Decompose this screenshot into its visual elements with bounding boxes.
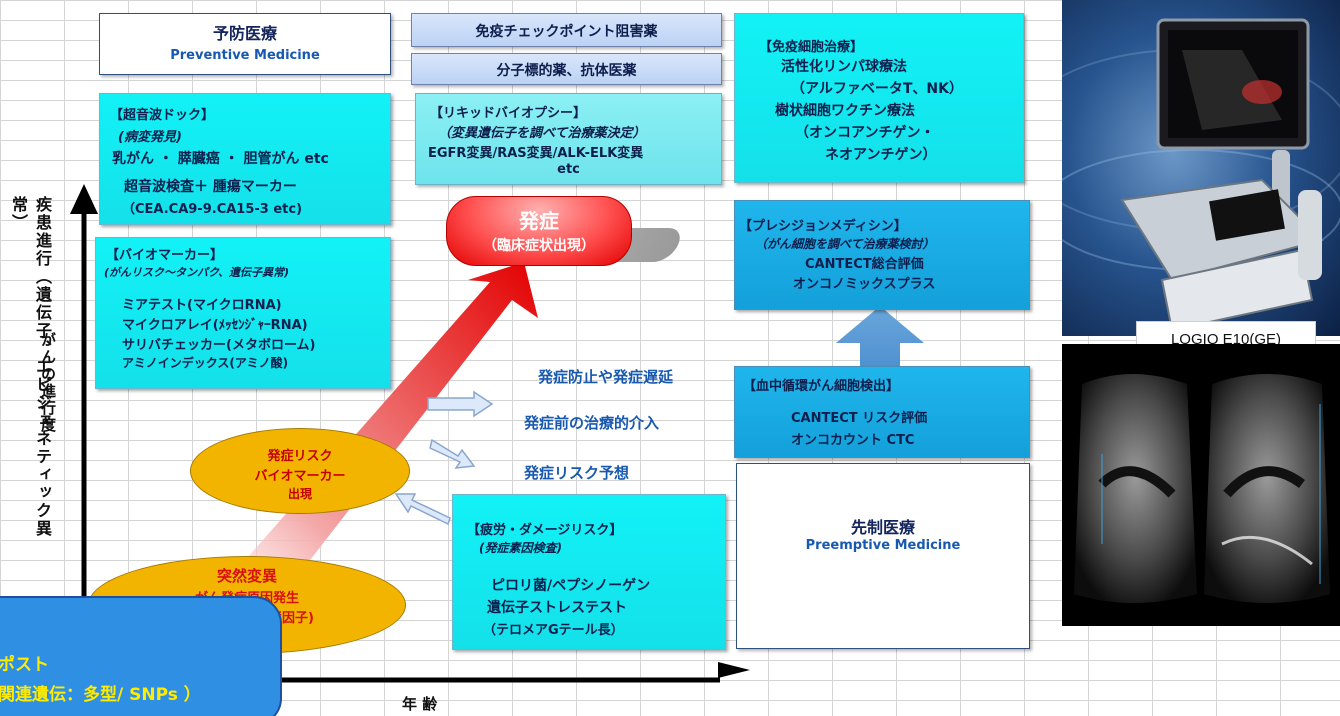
immuno-line-1: 活性化リンパ球療法: [781, 59, 907, 75]
immuno-header: 【免疫細胞治療】: [759, 40, 864, 55]
ultrasound-sub: (病変発見): [118, 130, 182, 145]
fatigue-line-1: ピロリ菌/ペプシノーゲン: [491, 578, 651, 594]
fatigue-sub: (発症素因検査): [479, 541, 562, 555]
preemptive-medicine-box: 先制医療 Preemptive Medicine: [736, 463, 1030, 649]
checkpoint-box: 免疫チェックポイント阻害薬: [411, 13, 722, 47]
molecular-box: 分子標的薬、抗体医薬: [411, 53, 722, 85]
liquid-biopsy-box: 【リキッドバイオプシー】 （変異遺伝子を調べて治療薬決定） EGFR変異/RAS…: [415, 93, 722, 185]
text-prevention: 発症防止や発症遅延: [538, 368, 674, 386]
ctc-line-2: オンコカウント CTC: [791, 433, 915, 448]
precision-header: 【プレシジョンメディシン】: [739, 219, 907, 234]
callout-line-1: ポスト: [0, 655, 49, 675]
biomarker-sub: (がんリスク～タンパク、遺伝子異常): [104, 266, 290, 279]
ctc-detection-box: 【血中循環がん細胞検出】 CANTECT リスク評価 オンコカウント CTC: [734, 366, 1030, 458]
immuno-line-3: 樹状細胞ワクチン療法: [775, 103, 915, 119]
ultrasound-dock-box: 【超音波ドック】 (病変発見) 乳がん ・ 膵臓癌 ・ 胆管がん etc 超音波…: [99, 93, 391, 225]
onset-sub: （臨床症状出現）: [483, 238, 595, 254]
checkpoint-label: 免疫チェックポイント阻害薬: [475, 24, 658, 40]
device-label: LOGIQ E10(GE): [1170, 331, 1282, 348]
immune-cell-therapy-box: 【免疫細胞治療】 活性化リンパ球療法 （アルファベータT、NK） 樹状細胞ワクチ…: [734, 13, 1024, 183]
precision-sub: （がん細胞を調べて治療薬検討）: [755, 237, 935, 251]
ctc-header: 【血中循環がん細胞検出】: [743, 379, 900, 394]
y-axis-label-outer: 疾患進行（遺伝子、エピジェネティック異常）: [9, 196, 52, 538]
preemptive-title: 先制医療: [850, 518, 915, 537]
liquid-line-1: EGFR変異/RAS変異/ALK-ELK変異: [428, 146, 644, 161]
text-intervention: 発症前の治療的介入: [524, 414, 660, 432]
y-axis-label-inner: がんの進行度: [39, 332, 57, 434]
risk-line-1: 発症リスク: [267, 449, 333, 464]
immuno-line-5: ネオアンチゲン）: [825, 147, 937, 163]
device-drawing: [1062, 18, 1340, 332]
liquid-line-2: etc: [557, 162, 580, 177]
biomarker-box: 【バイオマーカー】 (がんリスク～タンパク、遺伝子異常) ミアテスト(マイクロR…: [95, 237, 391, 389]
molecular-label: 分子標的薬、抗体医薬: [496, 63, 637, 79]
mutation-title: 突然変異: [216, 567, 277, 585]
ultrasound-device-photo: [1062, 0, 1340, 336]
preventive-en: Preventive Medicine: [170, 48, 320, 63]
ultrasound-header: 【超音波ドック】: [110, 108, 215, 123]
callout-line-2: 関連遺伝：多型/ SNPs ）: [0, 685, 201, 705]
preventive-medicine-box: 予防医療 Preventive Medicine: [99, 13, 391, 75]
preventive-title: 予防医療: [212, 24, 277, 43]
fatigue-risk-box: 【疲労・ダメージリスク】 (発症素因検査) ピロリ菌/ペプシノーゲン 遺伝子スト…: [452, 494, 726, 650]
immuno-line-4: （オンコアンチゲン・: [795, 125, 935, 141]
biomarker-item-4: アミノインデックス(アミノ酸): [122, 356, 289, 370]
preemptive-en: Preemptive Medicine: [805, 538, 961, 553]
risk-biomarker-ellipse: 発症リスク バイオマーカー 出現: [190, 428, 410, 514]
precision-line-1: CANTECT総合評価: [805, 257, 924, 272]
fatigue-line-3: （テロメアGテール長）: [483, 623, 624, 638]
ultrasound-line-1: 乳がん ・ 膵臓癌 ・ 胆管がん etc: [112, 151, 329, 167]
y-axis-arrowhead: [70, 184, 98, 214]
up-arrow: [836, 306, 924, 372]
small-arrow-intervention: [429, 438, 476, 469]
onset-title: 発症: [519, 209, 559, 233]
precision-medicine-box: 【プレシジョンメディシン】 （がん細胞を調べて治療薬検討） CANTECT総合評…: [734, 200, 1030, 310]
liquid-header: 【リキッドバイオプシー】: [430, 106, 587, 121]
biomarker-item-2: マイクロアレイ(ﾒｯｾﾝｼﾞｬｰRNA): [122, 318, 308, 333]
callout-shape: ポスト 関連遺伝：多型/ SNPs ）: [0, 596, 282, 716]
onset-box: 発症 （臨床症状出現）: [446, 196, 632, 266]
ultrasound-line-3: （CEA.CA9-9.CA15-3 etc): [122, 202, 303, 217]
precision-line-2: オンコノミックスプラス: [793, 277, 936, 292]
risk-line-3: 出現: [287, 487, 312, 501]
x-axis-arrowhead: [718, 662, 750, 678]
biomarker-item-1: ミアテスト(マイクロRNA): [122, 298, 282, 313]
biomarker-item-3: サリバチェッカー(メタボローム): [122, 338, 316, 353]
immuno-line-2: （アルファベータT、NK）: [791, 81, 963, 97]
fatigue-header: 【疲労・ダメージリスク】: [467, 523, 623, 538]
scan-drawing: [1074, 374, 1330, 603]
ultrasound-scan-image: [1062, 344, 1340, 626]
text-prediction: 発症リスク予想: [524, 464, 630, 482]
ctc-line-1: CANTECT リスク評価: [791, 411, 928, 426]
small-arrow-prevention: [427, 390, 494, 418]
biomarker-header: 【バイオマーカー】: [106, 248, 224, 263]
ultrasound-line-2: 超音波検査＋ 腫瘍マーカー: [124, 179, 297, 195]
fatigue-line-2: 遺伝子ストレステスト: [487, 600, 627, 616]
risk-line-2: バイオマーカー: [254, 469, 346, 484]
small-arrow-prediction: [394, 493, 451, 526]
liquid-sub: （変異遺伝子を調べて治療薬決定）: [438, 126, 646, 141]
x-axis-label: 年 齢: [402, 695, 438, 713]
